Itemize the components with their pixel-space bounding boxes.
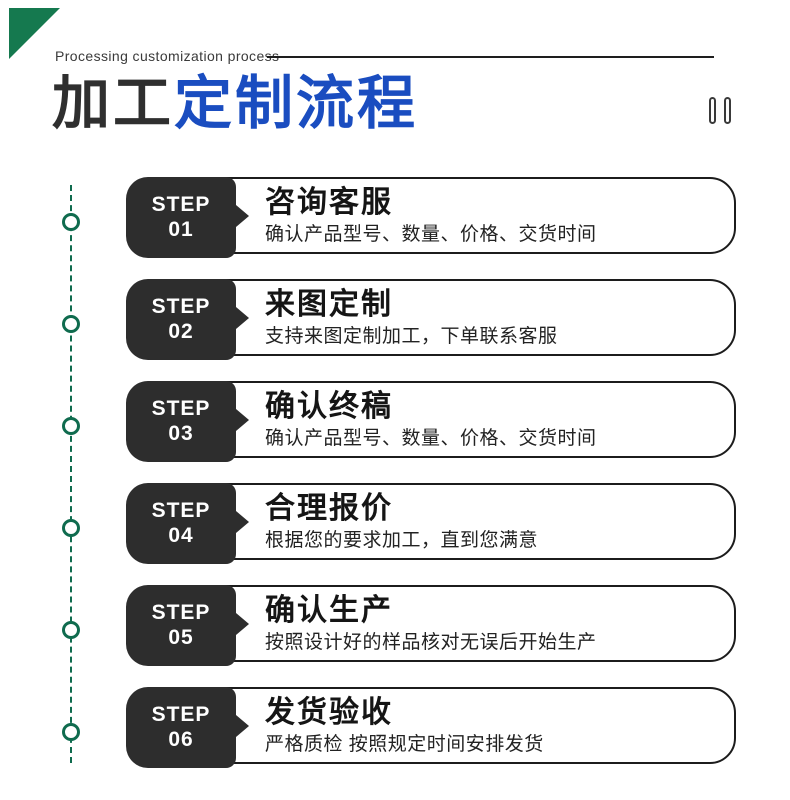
step-number: 06 [168, 728, 194, 751]
step-word: STEP [151, 397, 211, 420]
step-text: 来图定制 支持来图定制加工，下单联系客服 [128, 281, 734, 350]
step-badge: STEP 02 [126, 279, 236, 360]
arrow-right-icon [236, 714, 249, 737]
step-title: 合理报价 [265, 492, 393, 525]
page-title-black: 加工 [52, 71, 175, 136]
step-row-4: STEP 04 合理报价 根据您的要求加工，直到您满意 [0, 483, 790, 564]
step-number: 02 [168, 320, 194, 343]
header-rule [267, 56, 714, 58]
pause-bars-icon [709, 97, 731, 124]
corner-triangle-icon [9, 8, 60, 59]
step-text: 合理报价 根据您的要求加工，直到您满意 [128, 485, 734, 554]
step-row-2: STEP 02 来图定制 支持来图定制加工，下单联系客服 [0, 279, 790, 360]
step-badge: STEP 03 [126, 381, 236, 462]
step-title: 发货验收 [265, 696, 393, 729]
step-text: 发货验收 严格质检 按照规定时间安排发货 [128, 689, 734, 758]
step-text: 咨询客服 确认产品型号、数量、价格、交货时间 [128, 179, 734, 248]
step-card: STEP 05 确认生产 按照设计好的样品核对无误后开始生产 [126, 585, 736, 666]
arrow-right-icon [236, 204, 249, 227]
step-card: STEP 06 发货验收 严格质检 按照规定时间安排发货 [126, 687, 736, 768]
step-word: STEP [151, 601, 211, 624]
arrow-right-icon [236, 408, 249, 431]
step-row-5: STEP 05 确认生产 按照设计好的样品核对无误后开始生产 [0, 585, 790, 666]
step-row-6: STEP 06 发货验收 严格质检 按照规定时间安排发货 [0, 687, 790, 768]
step-title: 来图定制 [265, 288, 393, 321]
step-description: 严格质检 按照规定时间安排发货 [265, 734, 544, 755]
step-description: 根据您的要求加工，直到您满意 [265, 530, 539, 551]
step-badge: STEP 05 [126, 585, 236, 666]
step-card: STEP 03 确认终稿 确认产品型号、数量、价格、交货时间 [126, 381, 736, 462]
arrow-right-icon [236, 306, 249, 329]
step-description: 按照设计好的样品核对无误后开始生产 [265, 632, 597, 653]
step-title: 确认生产 [265, 594, 393, 627]
pause-bar-right [724, 97, 731, 124]
step-number: 03 [168, 422, 194, 445]
page-title: 加工定制流程 [52, 64, 418, 144]
timeline-dot [62, 519, 80, 537]
step-text: 确认终稿 确认产品型号、数量、价格、交货时间 [128, 383, 734, 452]
step-badge: STEP 01 [126, 177, 236, 258]
step-card: STEP 04 合理报价 根据您的要求加工，直到您满意 [126, 483, 736, 564]
pause-bar-left [709, 97, 716, 124]
timeline-dashed-line [70, 185, 72, 763]
step-card: STEP 02 来图定制 支持来图定制加工，下单联系客服 [126, 279, 736, 360]
step-number: 05 [168, 626, 194, 649]
step-word: STEP [151, 193, 211, 216]
step-word: STEP [151, 295, 211, 318]
step-title: 咨询客服 [265, 186, 393, 219]
step-badge: STEP 04 [126, 483, 236, 564]
step-description: 确认产品型号、数量、价格、交货时间 [265, 224, 597, 245]
step-description: 支持来图定制加工，下单联系客服 [265, 326, 558, 347]
step-text: 确认生产 按照设计好的样品核对无误后开始生产 [128, 587, 734, 656]
steps-list: STEP 01 咨询客服 确认产品型号、数量、价格、交货时间 STEP 02 来… [0, 177, 790, 789]
timeline-dot [62, 621, 80, 639]
step-word: STEP [151, 499, 211, 522]
page-title-blue: 定制流程 [174, 71, 419, 136]
step-number: 01 [168, 218, 194, 241]
timeline-dot [62, 417, 80, 435]
step-word: STEP [151, 703, 211, 726]
arrow-right-icon [236, 612, 249, 635]
step-card: STEP 01 咨询客服 确认产品型号、数量、价格、交货时间 [126, 177, 736, 258]
step-description: 确认产品型号、数量、价格、交货时间 [265, 428, 597, 449]
step-badge: STEP 06 [126, 687, 236, 768]
timeline-dot [62, 315, 80, 333]
step-row-3: STEP 03 确认终稿 确认产品型号、数量、价格、交货时间 [0, 381, 790, 462]
step-row-1: STEP 01 咨询客服 确认产品型号、数量、价格、交货时间 [0, 177, 790, 258]
step-number: 04 [168, 524, 194, 547]
arrow-right-icon [236, 510, 249, 533]
timeline-dot [62, 723, 80, 741]
step-title: 确认终稿 [265, 390, 393, 423]
eyebrow-text: Processing customization process [55, 48, 280, 64]
timeline-dot [62, 213, 80, 231]
